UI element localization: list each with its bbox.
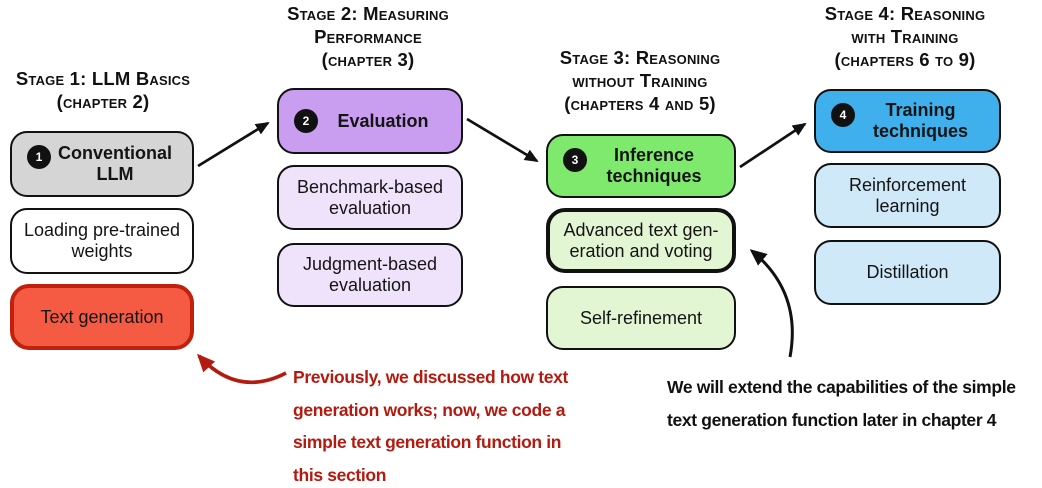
box-reinforcement-learning: Reinforcement learning xyxy=(814,163,1001,228)
box-reinforcement-line1: Reinforcement xyxy=(848,174,967,195)
box-self-refinement: Self-refinement xyxy=(546,286,736,350)
stage3-title-line1: Stage 3: Reasoning xyxy=(559,47,721,68)
box-training-line2: techniques xyxy=(872,121,969,141)
stage3-title-line3: (chapters 4 and 5) xyxy=(564,93,716,114)
red-annotation: Previously, we discussed how text genera… xyxy=(293,361,603,488)
black-curved-arrow xyxy=(749,249,794,358)
box-training-line1: Training xyxy=(885,100,956,120)
red-annotation-line4: this section xyxy=(293,464,387,485)
stage1-title: Stage 1: LLM Basics (chapter 2) xyxy=(5,67,201,113)
box-advanced-line1: Advanced text gen- xyxy=(563,219,719,240)
red-annotation-line3: simple text generation function in xyxy=(293,432,562,452)
stage1-title-line1: Stage 1: LLM Basics xyxy=(15,68,191,89)
box-self-refinement-line1: Self-refinement xyxy=(579,307,703,328)
arrow-stage1-to-stage2 xyxy=(197,121,270,168)
box-distillation-line1: Distillation xyxy=(866,262,949,282)
box-evaluation: 2 Evaluation xyxy=(277,88,463,154)
box-benchmark-evaluation: Benchmark-based evaluation xyxy=(277,165,463,230)
box-conventional-llm-line2: LLM xyxy=(96,164,134,184)
stage3-title: Stage 3: Reasoning without Training (cha… xyxy=(535,46,745,115)
box-inference-line2: techniques xyxy=(606,166,702,186)
box-text-generation-line1: Text generation xyxy=(40,306,164,327)
box-conventional-llm-line1: Conventional xyxy=(57,143,172,163)
box-evaluation-line1: Evaluation xyxy=(337,110,429,131)
stage2-title-line1: Stage 2: Measuring xyxy=(287,3,449,24)
black-annotation-line2: text generation function later in chapte… xyxy=(667,410,997,430)
box-judgment-evaluation: Judgment-based evaluation xyxy=(277,243,463,307)
stage1-title-line2: (chapter 2) xyxy=(56,91,150,112)
red-annotation-line1: Previously, we discussed how text xyxy=(293,367,569,387)
box-loading-line2: weights xyxy=(71,241,133,261)
box-benchmark-line2: evaluation xyxy=(328,197,412,218)
box-text-generation: Text generation xyxy=(10,284,194,350)
box-judgment-line2: evaluation xyxy=(328,275,412,295)
red-curved-arrow xyxy=(196,353,287,385)
box-conventional-llm: 1 Conventional LLM xyxy=(10,131,194,197)
stage4-title-line1: Stage 4: Reasoning xyxy=(824,3,986,24)
box-judgment-line1: Judgment-based xyxy=(302,254,438,274)
arrow-stage3-to-stage4 xyxy=(739,122,807,169)
box-inference-line1: Inference xyxy=(613,145,695,165)
box-reinforcement-line2: learning xyxy=(875,195,940,216)
box-inference-techniques: 3 Inference techniques xyxy=(546,134,736,198)
stage2-title: Stage 2: Measuring Performance (chapter … xyxy=(268,2,468,71)
step-3-badge: 3 xyxy=(563,148,587,172)
box-loading-line1: Loading pre-trained xyxy=(23,220,181,240)
stage4-title: Stage 4: Reasoning with Training (chapte… xyxy=(800,2,1010,71)
red-annotation-line2: generation works; now, we code a xyxy=(293,399,566,420)
step-1-badge: 1 xyxy=(27,145,51,169)
box-training-techniques: 4 Training techniques xyxy=(814,89,1001,153)
step-2-badge: 2 xyxy=(294,109,318,133)
arrow-stage2-to-stage3 xyxy=(466,117,539,163)
step-4-badge: 4 xyxy=(831,103,855,127)
box-advanced-line2: eration and voting xyxy=(569,240,713,261)
stage4-title-line2: with Training xyxy=(851,26,959,47)
stage3-title-line2: without Training xyxy=(572,70,708,91)
box-loading-pretrained-weights: Loading pre-trained weights xyxy=(10,208,194,274)
box-benchmark-line1: Benchmark-based xyxy=(296,176,444,197)
box-advanced-text-generation: Advanced text gen- eration and voting xyxy=(546,208,736,273)
black-annotation: We will extend the capabilities of the s… xyxy=(667,371,1042,437)
black-annotation-line1: We will extend the capabilities of the s… xyxy=(667,377,1016,397)
stage2-title-line3: (chapter 3) xyxy=(321,49,415,70)
box-distillation: Distillation xyxy=(814,240,1001,305)
stage4-title-line3: (chapters 6 to 9) xyxy=(834,49,976,70)
stage2-title-line2: Performance xyxy=(314,26,422,47)
